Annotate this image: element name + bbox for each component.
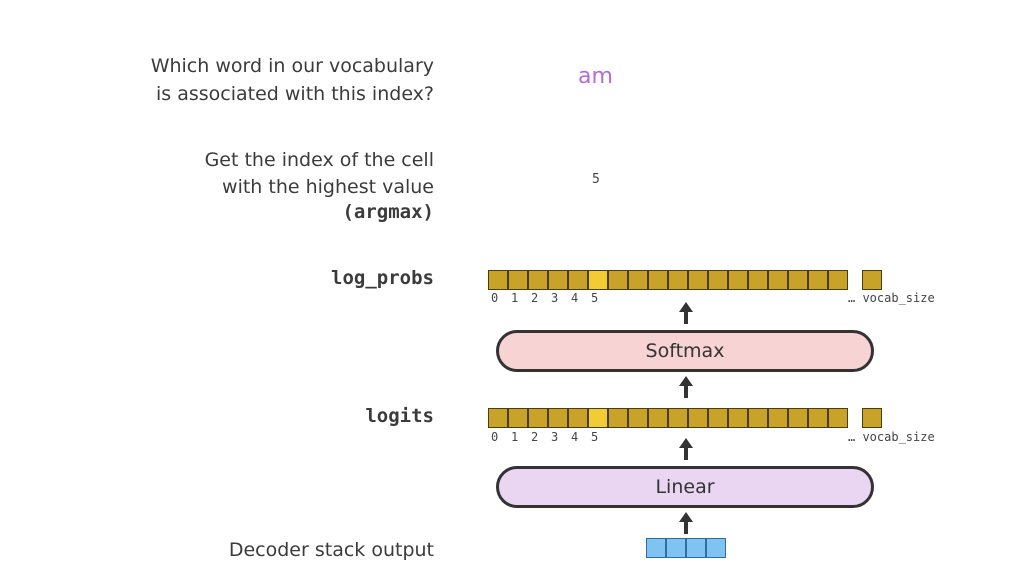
log-probs-label: log_probs	[331, 267, 434, 289]
vector-cell	[548, 408, 568, 428]
cell-index-label: 5	[591, 291, 599, 305]
cell-index-label: 0	[491, 291, 499, 305]
vector-cell	[528, 270, 548, 290]
logits-vocab-size-label: … vocab_size	[848, 430, 935, 444]
vector-cell	[648, 408, 668, 428]
up-arrow-icon	[679, 376, 693, 398]
vector-cell	[748, 408, 768, 428]
vector-cell	[688, 270, 708, 290]
vector-cell	[488, 270, 508, 290]
vector-cell	[748, 270, 768, 290]
vector-cell	[788, 408, 808, 428]
log-probs-vocab-size-label: … vocab_size	[848, 291, 935, 305]
vector-cell	[528, 408, 548, 428]
decoder-output-cell	[646, 538, 666, 558]
decoder-output-label: Decoder stack output	[228, 539, 434, 561]
vector-cell	[628, 270, 648, 290]
decoder-output-cell	[666, 538, 686, 558]
vector-cell	[788, 270, 808, 290]
cell-index-label: 3	[551, 430, 559, 444]
vector-cell	[768, 270, 788, 290]
argmax-label: Get the index of the cell with the highe…	[205, 146, 434, 224]
cell-index-label: 5	[591, 430, 599, 444]
decoder-output-cell	[706, 538, 726, 558]
vector-cell	[608, 270, 628, 290]
vector-cell	[668, 270, 688, 290]
vector-cell	[828, 408, 848, 428]
argmax-line2: with the highest value	[222, 176, 434, 198]
softmax-block: Softmax	[496, 330, 874, 372]
vocab-question-line2: is associated with this index?	[155, 83, 434, 105]
cell-index-label: 2	[531, 291, 539, 305]
vector-cell	[668, 408, 688, 428]
vector-cell	[808, 408, 828, 428]
vector-cell	[508, 408, 528, 428]
vector-cell	[708, 270, 728, 290]
linear-block: Linear	[496, 466, 874, 508]
cell-index-label: 0	[491, 430, 499, 444]
cell-index-label: 2	[531, 430, 539, 444]
vector-cell	[508, 270, 528, 290]
up-arrow-icon	[679, 438, 693, 460]
vector-cell	[488, 408, 508, 428]
vector-cell	[728, 270, 748, 290]
vector-cell	[648, 270, 668, 290]
vector-cell-highlighted	[588, 408, 608, 428]
vector-cell	[568, 408, 588, 428]
vector-cell-vocab-size	[862, 408, 882, 428]
up-arrow-icon	[679, 302, 693, 324]
vector-cell	[628, 408, 648, 428]
vector-cell-vocab-size	[862, 270, 882, 290]
cell-index-label: 4	[571, 430, 579, 444]
vector-cell	[708, 408, 728, 428]
argmax-index-value: 5	[592, 172, 600, 187]
output-word: am	[578, 64, 613, 89]
softmax-label: Softmax	[645, 340, 725, 362]
vector-cell	[548, 270, 568, 290]
vocab-question-label: Which word in our vocabulary is associat…	[151, 52, 434, 108]
vector-cell-highlighted	[588, 270, 608, 290]
vector-cell	[768, 408, 788, 428]
argmax-line3: (argmax)	[342, 201, 434, 223]
cell-index-label: 1	[511, 291, 519, 305]
vector-cell	[608, 408, 628, 428]
cell-index-label: 3	[551, 291, 559, 305]
vector-cell	[728, 408, 748, 428]
cell-index-label: 1	[511, 430, 519, 444]
argmax-line1: Get the index of the cell	[204, 149, 434, 171]
vector-cell	[568, 270, 588, 290]
decoder-output-cell	[686, 538, 706, 558]
vector-cell	[828, 270, 848, 290]
cell-index-label: 4	[571, 291, 579, 305]
vocab-question-line1: Which word in our vocabulary	[150, 55, 434, 77]
vector-cell	[688, 408, 708, 428]
vector-cell	[808, 270, 828, 290]
logits-label: logits	[365, 405, 434, 427]
linear-label: Linear	[655, 476, 715, 498]
up-arrow-icon	[679, 512, 693, 534]
